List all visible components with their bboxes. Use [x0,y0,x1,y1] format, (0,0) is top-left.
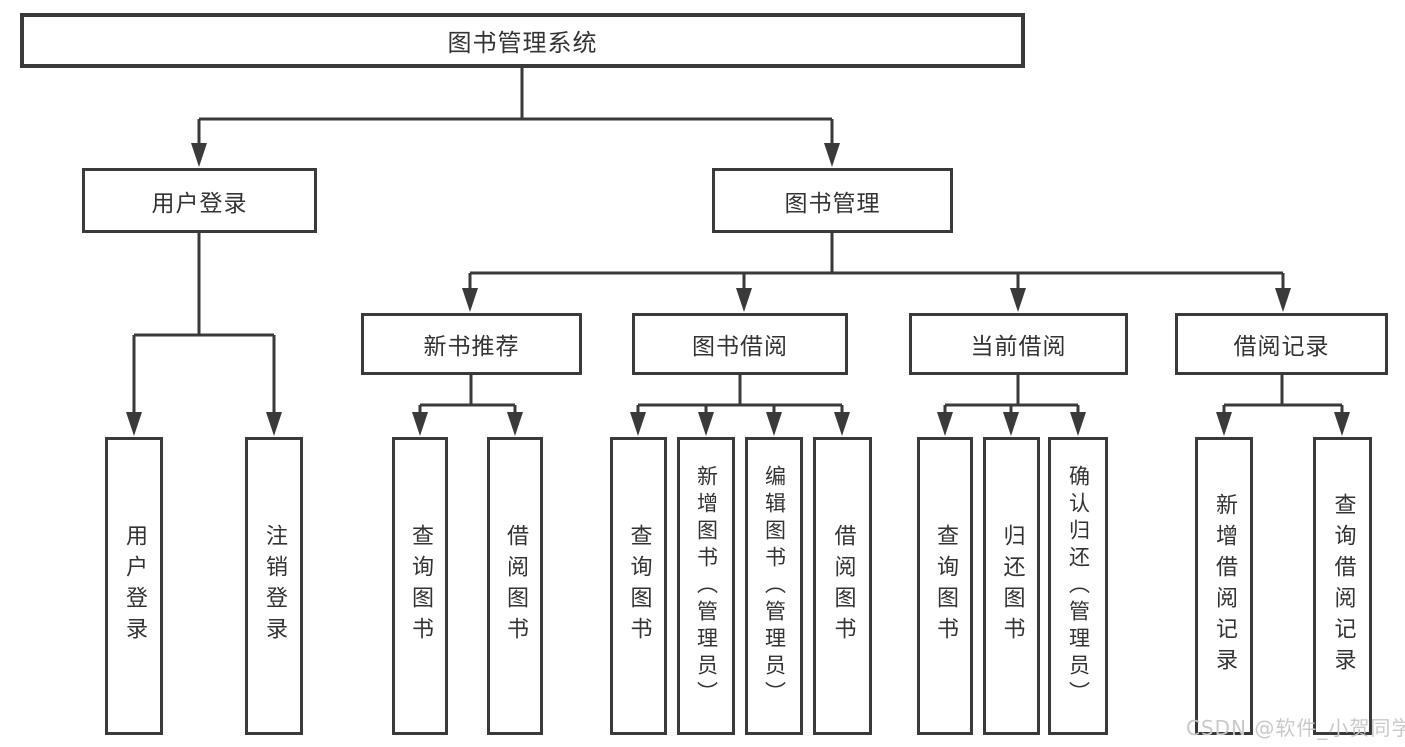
leaf-confirm-return-admin-label: 确认归还（管理员） [1066,464,1091,708]
node-book-management-label: 图书管理 [784,190,881,217]
node-library-system: 图书管理系统 [20,13,1025,68]
leaf-borrow-books-recommend: 借阅图书 [487,437,543,735]
leaf-query-borrow-record-label: 查询借阅记录 [1330,493,1356,679]
node-new-book-recommend-label: 新书推荐 [423,334,520,360]
leaf-edit-book-admin: 编辑图书（管理员） [745,437,803,735]
node-book-management: 图书管理 [712,168,953,233]
leaf-add-book-admin: 新增图书（管理员） [677,437,735,735]
node-borrow-records: 借阅记录 [1175,313,1388,375]
leaf-add-book-admin-label: 新增图书（管理员） [694,464,719,708]
node-borrow-records-label: 借阅记录 [1233,334,1330,360]
leaf-borrow-books: 借阅图书 [813,437,872,735]
node-new-book-recommend: 新书推荐 [361,313,582,375]
leaf-query-books-recommend-label: 查询图书 [408,524,433,648]
leaf-query-books-recommend: 查询图书 [392,437,448,735]
leaf-logout-label: 注销登录 [262,524,287,648]
leaf-return-book-label: 归还图书 [999,524,1025,648]
node-user-login-label: 用户登录 [151,190,248,217]
leaf-return-book: 归还图书 [983,437,1040,735]
node-book-borrow-label: 图书借阅 [692,334,788,360]
watermark: CSDN @软件_小贺同学 [1186,716,1405,740]
leaf-query-borrow-record: 查询借阅记录 [1313,437,1372,735]
leaf-edit-book-admin-label: 编辑图书（管理员） [762,464,787,708]
leaf-confirm-return-admin: 确认归还（管理员） [1048,437,1108,735]
leaf-borrow-books-recommend-label: 借阅图书 [503,524,528,648]
leaf-query-books-borrow-label: 查询图书 [626,524,652,648]
node-book-borrow: 图书借阅 [632,313,848,375]
leaf-query-books-borrow: 查询图书 [610,437,667,735]
node-current-borrow: 当前借阅 [909,313,1128,375]
leaf-borrow-books-label: 借阅图书 [830,524,856,648]
leaf-user-login-label: 用户登录 [122,524,147,648]
node-user-login: 用户登录 [82,168,317,233]
node-current-borrow-label: 当前借阅 [970,334,1067,360]
leaf-logout: 注销登录 [245,437,303,735]
leaf-user-login: 用户登录 [105,437,163,735]
leaf-query-books-current: 查询图书 [917,437,973,735]
leaf-add-borrow-record: 新增借阅记录 [1195,437,1253,735]
leaf-query-books-current-label: 查询图书 [933,524,958,648]
leaf-add-borrow-record-label: 新增借阅记录 [1212,493,1237,679]
node-library-system-label: 图书管理系统 [447,29,598,57]
